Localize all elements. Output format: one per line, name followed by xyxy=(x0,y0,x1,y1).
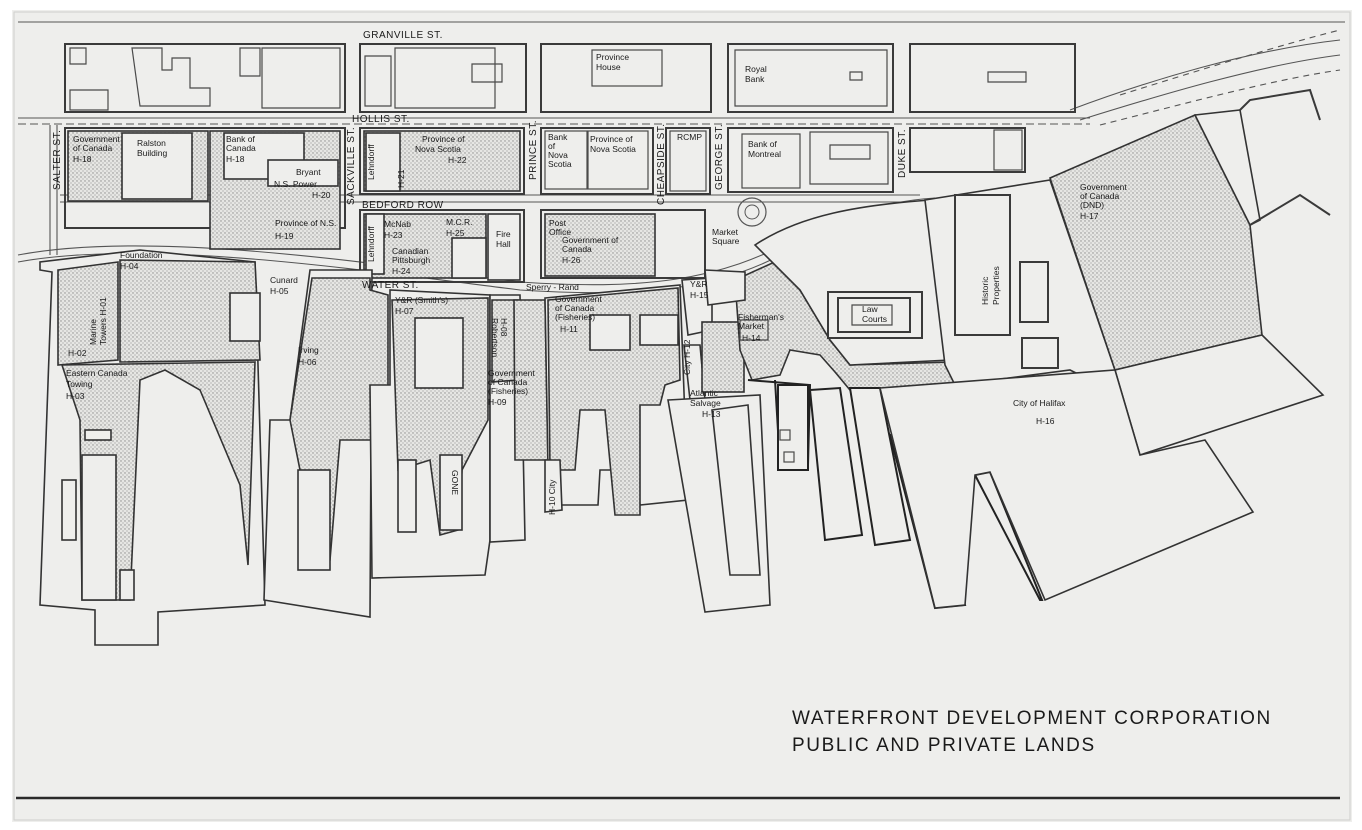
parcel-h10-label: H-10 City xyxy=(547,479,557,515)
parcel-h25-label: M.C.R.H-25 xyxy=(446,217,472,238)
title-line-2: PUBLIC AND PRIVATE LANDS xyxy=(792,735,1096,756)
lehndorff-label-2: Lehndorff xyxy=(366,226,376,262)
water-st-label: WATER ST. xyxy=(362,280,419,291)
waterfront-parcels xyxy=(39,88,1331,646)
parcel-h07-label: Y&R (Smith's)H-07 xyxy=(395,295,448,316)
marine-towers-label: MarineTowers H-01 xyxy=(88,297,108,345)
parcel-h21-label: H-21 xyxy=(396,169,406,188)
lower-blocks xyxy=(359,197,767,283)
title-line-1: WATERFRONT DEVELOPMENT CORPORATION xyxy=(792,708,1272,729)
prince-st-label: PRINCE ST. xyxy=(528,120,539,180)
mid-blocks xyxy=(64,127,1026,250)
sperry-rand-label: Sperry - Rand xyxy=(526,282,579,292)
salter-st-label: SALTER ST. xyxy=(52,130,63,190)
lehndorff-label-1: Lehndorff xyxy=(366,144,376,180)
rcmp-label: RCMP xyxy=(677,132,702,142)
map-title: WATERFRONT DEVELOPMENT CORPORATION PUBLI… xyxy=(792,708,1272,756)
granville-st-label: GRANVILLE ST. xyxy=(363,30,443,41)
north-blocks xyxy=(64,43,1076,113)
street-labels: GRANVILLE ST. HOLLIS ST. BEDFORD ROW WAT… xyxy=(52,30,908,291)
sackville-st-label: SACKVILLE ST. xyxy=(346,127,357,205)
parcel-bryant-label: Bryant xyxy=(296,167,321,177)
bedford-row-label: BEDFORD ROW xyxy=(362,200,444,211)
parcel-h12-label: City H-12 xyxy=(682,339,692,375)
cheapside-st-label: CHEAPSIDE ST. xyxy=(656,123,667,205)
paper-edge xyxy=(13,11,1351,821)
george-st-label: GEORGE ST. xyxy=(714,124,725,190)
hollis-st-label: HOLLIS ST. xyxy=(352,114,410,125)
duke-st-label: DUKE ST. xyxy=(897,129,908,178)
parcel-h02-label: H-02 xyxy=(68,348,87,358)
parcel-h08-label: RobertsonH-08 xyxy=(490,318,509,357)
gone-scrawl: GONE xyxy=(450,470,460,495)
historic-properties-label: HistoricProperties xyxy=(980,266,1001,305)
parcel-h19-label: Province of N.S.H-19 xyxy=(275,218,336,241)
